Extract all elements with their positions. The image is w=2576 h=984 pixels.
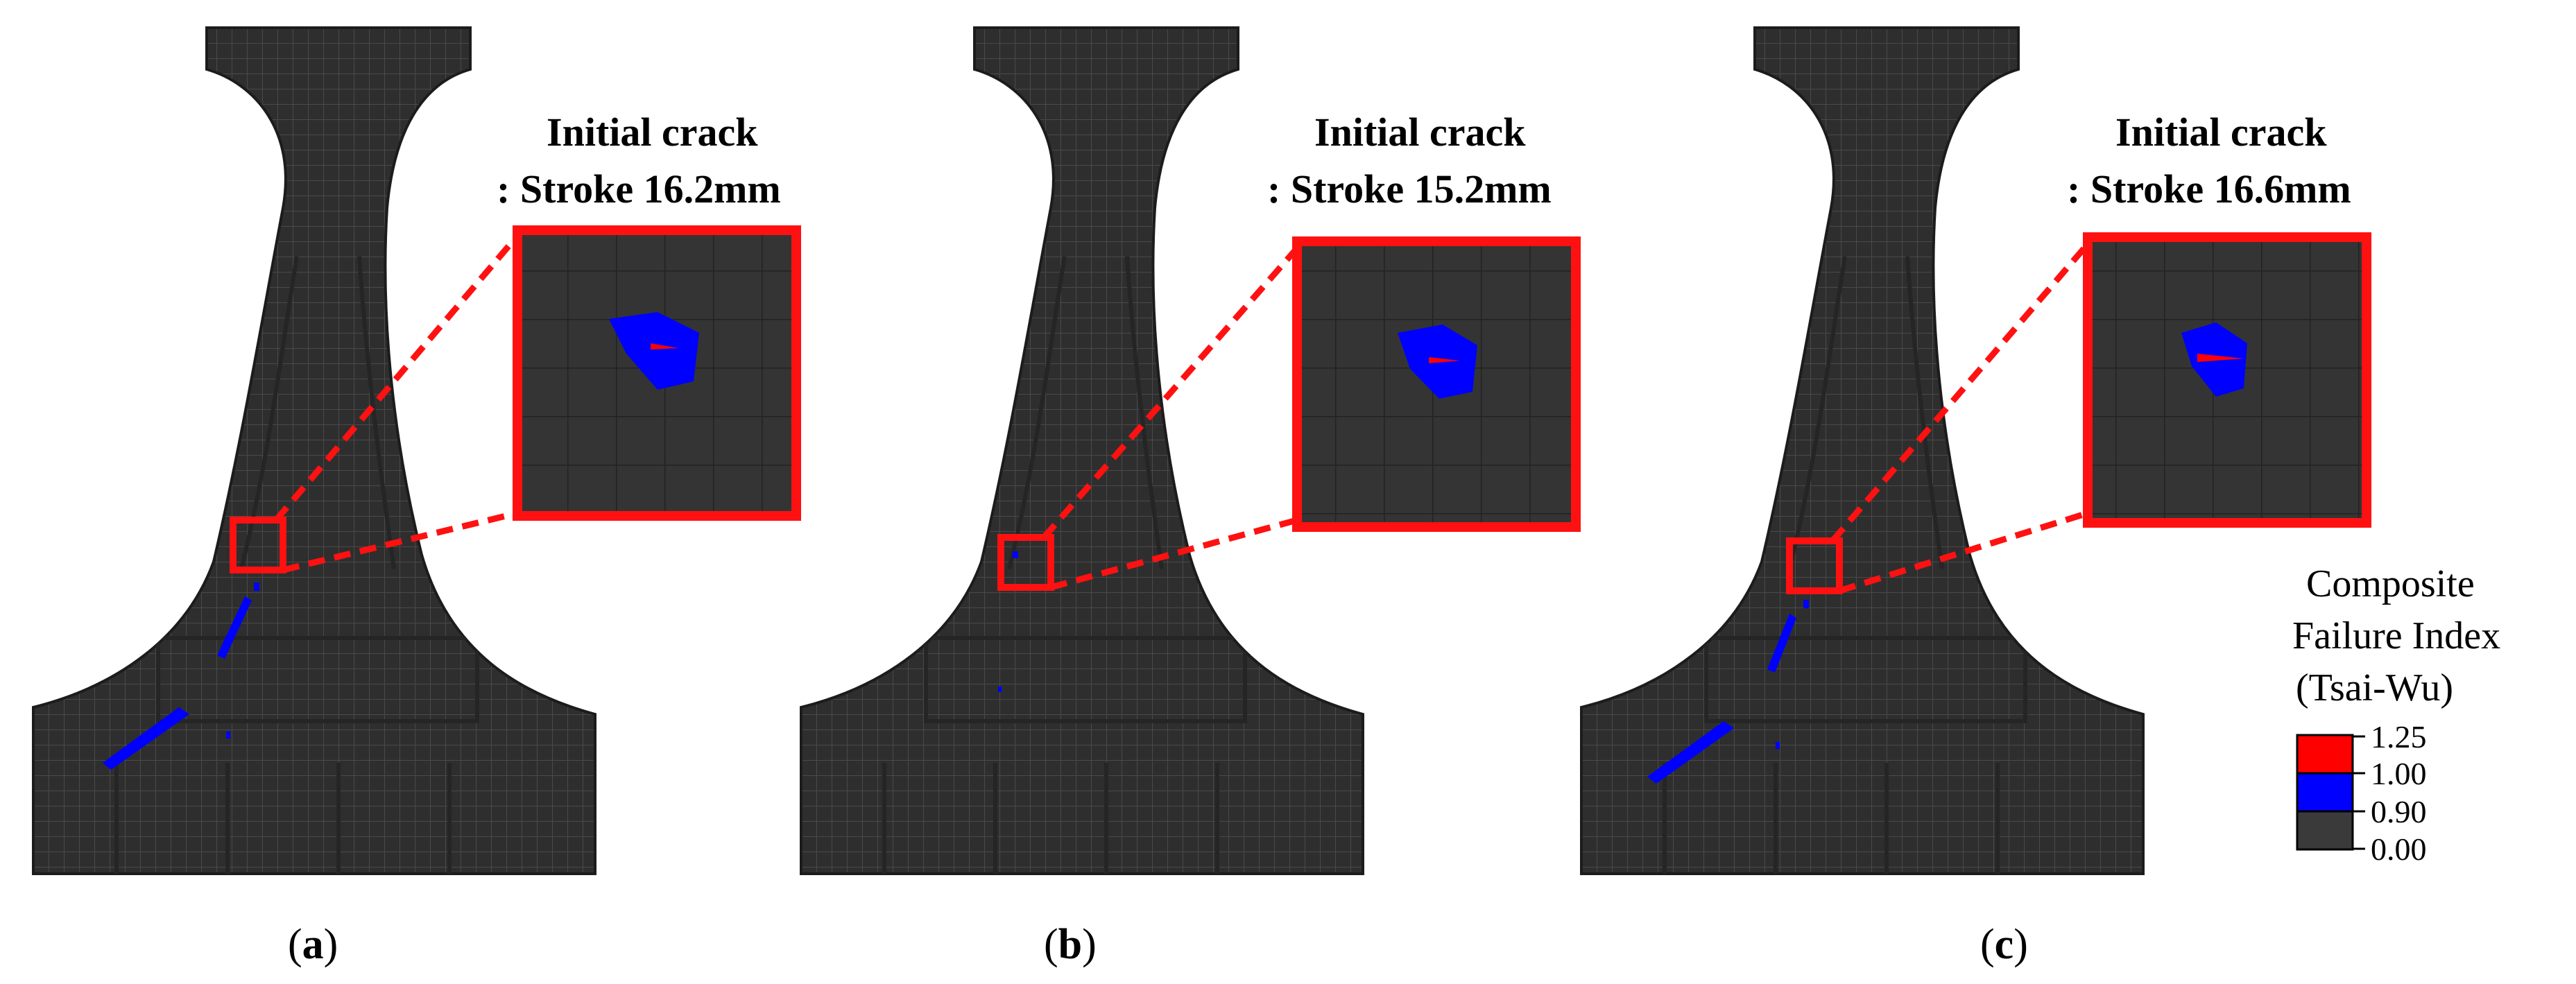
caption-c: (c)	[1980, 921, 2028, 968]
panel-c: Initial crack : Stroke 16.6mm	[1580, 26, 2371, 875]
highlight-box	[1786, 537, 1843, 594]
callout-line2: : Stroke 16.6mm	[2067, 166, 2351, 212]
mesh-model	[800, 26, 1364, 875]
failure-zone-blue-zoom	[609, 312, 699, 390]
zoom-inset	[513, 225, 801, 521]
legend-band-dark	[2296, 810, 2354, 851]
panel-a: Initial crack : Stroke 16.2mm	[32, 26, 801, 875]
callout-line1: Initial crack	[2115, 110, 2327, 155]
legend-title-line3: (Tsai-Wu)	[2296, 666, 2453, 709]
zoom-leader-top	[1830, 242, 2090, 543]
mesh-model	[1580, 26, 2145, 875]
legend-tick-label: 1.00	[2371, 756, 2427, 791]
legend-band-blue	[2296, 772, 2354, 813]
callout-line1: Initial crack	[547, 110, 758, 155]
mesh-model	[32, 26, 596, 875]
legend-tick-label: 1.25	[2371, 719, 2427, 754]
highlight-box	[230, 517, 286, 573]
failure-zone-blue	[998, 551, 1018, 692]
caption-b: (b)	[1044, 921, 1097, 968]
legend-title-line1: Composite	[2306, 562, 2475, 605]
panel-b: Initial crack : Stroke 15.2mm	[800, 26, 1581, 875]
crack-red-zoom	[1429, 357, 1460, 363]
zoom-inset	[2083, 232, 2371, 528]
zoom-leader-top	[273, 234, 520, 522]
highlight-box	[997, 534, 1054, 591]
zoom-leader-top	[1041, 246, 1300, 540]
callout-line2: : Stroke 16.2mm	[497, 166, 781, 212]
zoom-leader-bottom	[282, 510, 519, 573]
legend-tick-label: 0.90	[2371, 794, 2427, 829]
legend-tick-label: 0.00	[2371, 831, 2427, 867]
callout-line2: : Stroke 15.2mm	[1267, 166, 1552, 212]
caption-a: (a)	[288, 921, 338, 968]
zoom-leader-bottom	[1049, 517, 1298, 591]
zoom-inset	[1292, 236, 1581, 532]
legend-title-line2: Failure Index	[2292, 614, 2500, 657]
failure-zone-blue	[1647, 600, 1809, 784]
zoom-leader-bottom	[1838, 510, 2089, 594]
failure-zone-blue	[103, 582, 259, 770]
crack-red-zoom	[2197, 354, 2244, 362]
callout-line1: Initial crack	[1314, 110, 1526, 155]
failure-index-legend: Composite Failure Index (Tsai-Wu) 1.25 1…	[2292, 562, 2500, 867]
legend-band-red	[2296, 734, 2354, 775]
crack-red-zoom	[651, 343, 678, 349]
